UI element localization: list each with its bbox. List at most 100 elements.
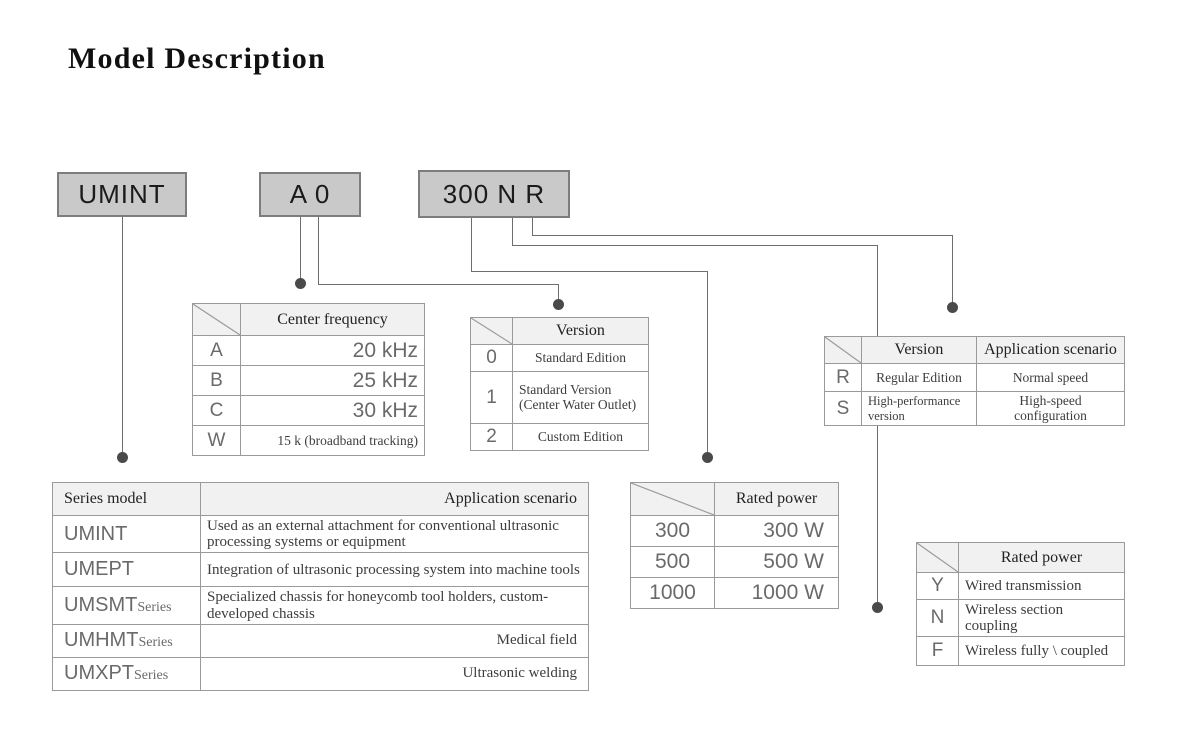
corner-cell [630,482,715,516]
row-model: UMXPTSeries [52,656,201,691]
table-row: S High-performance version High-speed co… [824,390,1125,427]
row-key: Y [916,572,959,600]
version-scenario-table: Version Application scenario R Regular E… [824,336,1125,427]
row-model: UMHMTSeries [52,623,201,658]
row-key: C [192,395,241,426]
connector-version-seg1 [318,217,319,284]
connector-dot-umint [117,452,128,463]
row-scenario: Integration of ultrasonic processing sys… [200,552,589,588]
table-row: Series model Application scenario [52,482,589,516]
model-suffix: Series [137,600,172,616]
model-name: UMHMT [64,629,139,652]
column-header: Application scenario [976,336,1125,364]
table-row: Version Application scenario [824,336,1125,364]
row-value: 15 k (broadband tracking) [240,425,425,456]
connector-power-seg1 [471,218,472,271]
row-key: N [916,598,959,638]
column-header: Center frequency [240,303,425,336]
corner-cell [192,303,241,336]
connector-version-seg3 [558,284,559,304]
row-value: 1000 W [714,577,839,609]
table-row: Y Wired transmission [916,572,1125,600]
row-key: S [824,390,862,427]
row-key: 1 [470,371,513,424]
column-header: Series model [52,482,201,516]
row-key: B [192,365,241,396]
power-transmission-version-code-box: 300 N R [418,170,570,218]
row-value: Custom Edition [512,423,649,451]
table-row: Rated power [630,482,839,516]
table-row: 300 300 W [630,515,839,547]
row-scenario: High-speed configuration [976,390,1125,427]
row-key: 0 [470,344,513,372]
corner-cell [916,542,959,573]
center-frequency-table: Center frequency A 20 kHz B 25 kHz C 30 … [192,303,425,456]
row-value: Standard Edition [512,344,649,372]
connector-version-seg2 [318,284,558,285]
row-value: Standard Version (Center Water Outlet) [512,371,649,424]
row-value: Wired transmission [958,572,1125,600]
series-model-table: Series model Application scenario UMINT … [52,482,589,691]
table-row: UMXPTSeries Ultrasonic welding [52,656,589,691]
table-row: C 30 kHz [192,395,425,426]
diagonal-slash-icon [631,483,714,515]
connector-versionscenario-seg1 [532,218,533,235]
row-scenario: Ultrasonic welding [200,656,589,691]
table-row: 2 Custom Edition [470,423,649,451]
table-row: UMHMTSeries Medical field [52,623,589,658]
table-row: 500 500 W [630,546,839,578]
row-model: UMINT [52,514,201,554]
row-scenario: Medical field [200,623,589,658]
diagonal-slash-icon [471,318,512,344]
corner-cell [470,317,513,345]
table-row: 0 Standard Edition [470,344,649,372]
table-row: Version [470,317,649,345]
connector-versionscenario-seg2 [532,235,953,236]
column-header: Rated power [958,542,1125,573]
table-row: 1000 1000 W [630,577,839,609]
connector-versionscenario-seg3 [952,235,953,307]
column-header: Version [512,317,649,345]
row-key: 1000 [630,577,715,609]
connector-dot-frequency [295,278,306,289]
table-row: Center frequency [192,303,425,336]
table-row: UMSMTSeries Specialized chassis for hone… [52,586,589,625]
connector-transmission-seg1 [512,218,513,245]
row-key: F [916,636,959,667]
connector-dot-version [553,299,564,310]
row-model: UMSMTSeries [52,586,201,625]
row-scenario: Normal speed [976,363,1125,392]
row-version: Regular Edition [861,363,977,392]
series-code-box: UMINT [57,172,187,217]
model-name: UMXPT [64,662,134,685]
connector-freq [300,217,301,285]
connector-power-seg2 [471,271,708,272]
table-row: UMINT Used as an external attachment for… [52,514,589,554]
connector-dot-power [702,452,713,463]
row-key: 300 [630,515,715,547]
diagonal-slash-icon [825,337,861,363]
table-row: W 15 k (broadband tracking) [192,425,425,456]
row-key: A [192,335,241,366]
model-suffix: Series [138,635,173,651]
table-row: UMEPT Integration of ultrasonic processi… [52,552,589,588]
column-header: Application scenario [200,482,589,516]
table-row: B 25 kHz [192,365,425,396]
row-scenario: Used as an external attachment for conve… [200,514,589,554]
connector-umint [122,217,123,460]
row-version: High-performance version [861,390,977,427]
row-value: 20 kHz [240,335,425,366]
model-name: UMINT [64,522,128,545]
column-header: Version [861,336,977,364]
row-key: W [192,425,241,456]
row-value: Wireless fully \ coupled [958,636,1125,667]
row-value: 30 kHz [240,395,425,426]
column-header: Rated power [714,482,839,516]
page-title: Model Description [68,42,326,75]
connector-power-seg3 [707,271,708,457]
connector-dot-transmission [872,602,883,613]
transmission-table: Rated power Y Wired transmission N Wirel… [916,542,1125,667]
diagonal-slash-icon [917,543,958,572]
table-row: F Wireless fully \ coupled [916,636,1125,667]
